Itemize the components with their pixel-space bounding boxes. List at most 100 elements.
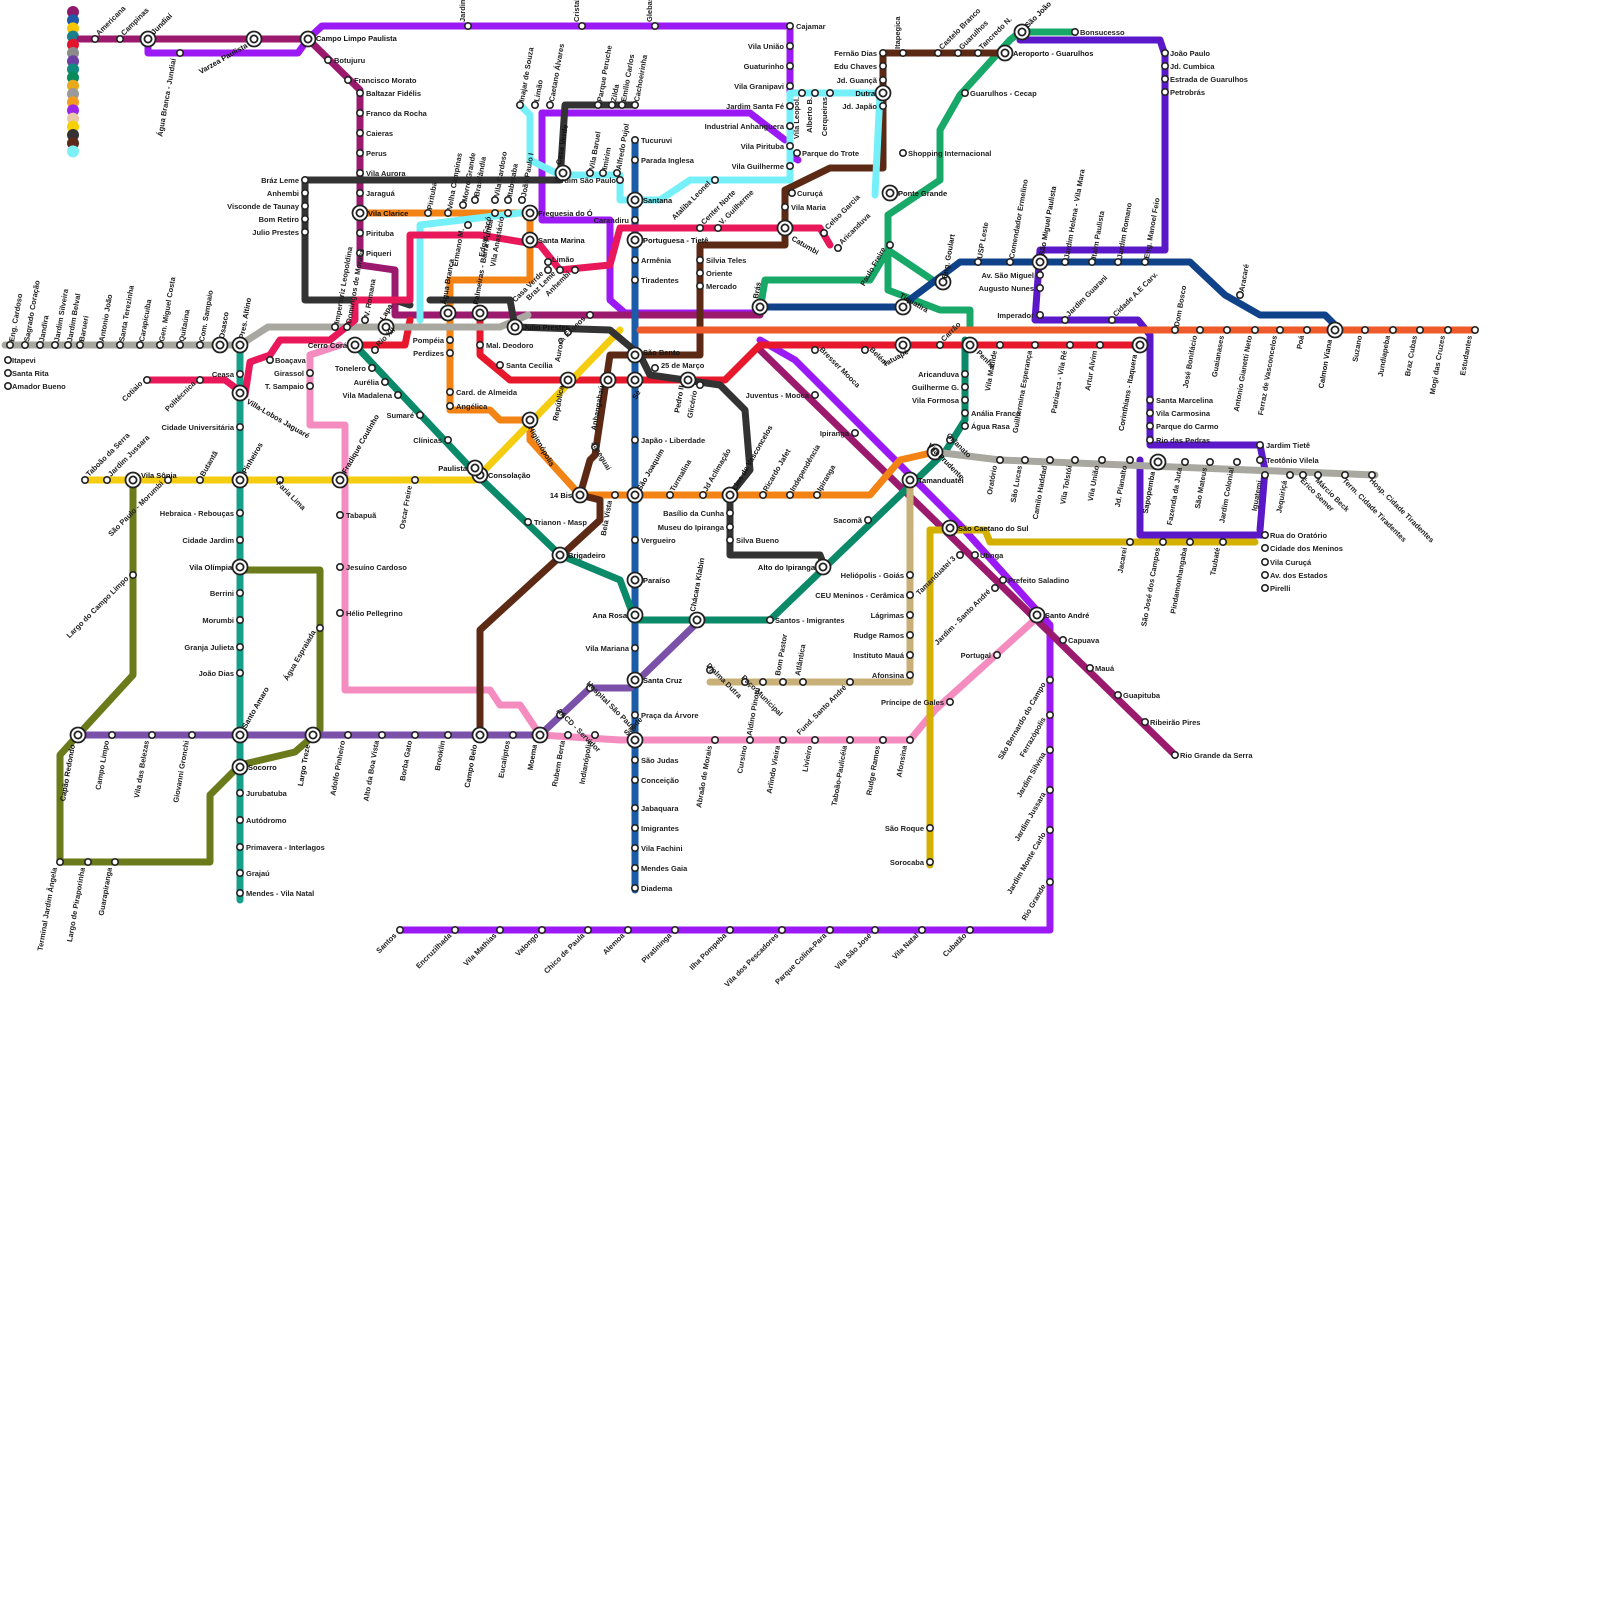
station-marker: [587, 312, 593, 318]
station-marker: [317, 625, 323, 631]
station-marker: [697, 270, 703, 276]
station-label: Primavera - Interlagos: [246, 843, 325, 852]
station-label: Consolação: [488, 471, 531, 480]
interchange-marker-inner: [74, 731, 81, 738]
station-label: Guaianases: [1210, 335, 1226, 378]
station-marker: [787, 492, 793, 498]
station-label: Perdizes: [413, 349, 444, 358]
station-label: Jaraguá: [366, 189, 396, 198]
station-label: Giovanni Gronchi: [171, 740, 191, 804]
station-label: Parada Inglesa: [641, 156, 695, 165]
interchange-marker-inner: [1033, 611, 1040, 618]
station-label: Vila Mathias: [461, 931, 498, 968]
interchange-marker-inner: [631, 376, 638, 383]
station-label: Brigadeiro: [568, 551, 606, 560]
station-label: Morumbi: [202, 616, 234, 625]
station-marker: [967, 927, 973, 933]
station-label: Botujuru: [334, 56, 366, 65]
station-label: Vila Guilherme: [732, 162, 784, 171]
station-label: Santana: [643, 196, 673, 205]
station-marker: [1007, 259, 1013, 265]
station-marker: [237, 510, 243, 516]
station-label: Quitaúna: [177, 308, 192, 342]
station-label: Jequiriçá: [1274, 479, 1289, 514]
station-label: Vila Tolstói: [1058, 465, 1074, 505]
station-label: Faria Lima: [275, 479, 308, 512]
station-marker: [799, 90, 805, 96]
station-label: Vila São José: [833, 931, 873, 971]
station-label: Jd. Planalto: [1113, 464, 1129, 507]
station-label: Água Rasa: [971, 422, 1011, 431]
interchange-marker-inner: [564, 376, 571, 383]
station-marker: [1047, 787, 1053, 793]
station-marker: [395, 392, 401, 398]
station-label: Pirituba: [366, 229, 395, 238]
station-label: Ipiranga: [815, 463, 838, 493]
station-label: Eng. Cardoso: [7, 292, 24, 342]
station-label: Portugal: [961, 651, 991, 660]
station-label: Politécnica: [163, 378, 198, 413]
interchange-marker-inner: [693, 616, 700, 623]
interchange-marker-inner: [236, 389, 243, 396]
station-label: Basílio da Cunha: [663, 509, 725, 518]
station-marker: [907, 632, 913, 638]
station-label: Mal. Deodoro: [486, 341, 534, 350]
station-label: Piratininga: [640, 930, 674, 964]
station-marker: [1142, 719, 1148, 725]
station-label: Comendador Ermelino: [1007, 178, 1030, 259]
station-marker: [712, 737, 718, 743]
station-marker: [625, 927, 631, 933]
station-label: Vergueiro: [641, 536, 676, 545]
station-label: Alberto B.: [805, 97, 814, 133]
interchange-marker-inner: [631, 611, 638, 618]
station-label: Caetano Álvares: [547, 43, 566, 102]
station-marker: [445, 210, 451, 216]
station-marker: [452, 927, 458, 933]
station-marker: [700, 492, 706, 498]
station-label: Brooklin: [433, 739, 447, 771]
station-label: Santa Terezinha: [117, 284, 136, 342]
station-marker: [782, 204, 788, 210]
station-marker: [1062, 259, 1068, 265]
station-label: Cerqueiras: [820, 97, 829, 136]
interchange-marker-inner: [536, 731, 543, 738]
station-marker: [962, 410, 968, 416]
station-marker: [117, 342, 123, 348]
interchange-marker-inner: [1136, 341, 1143, 348]
station-marker: [1234, 459, 1240, 465]
station-marker: [767, 617, 773, 623]
station-marker: [1182, 459, 1188, 465]
station-label: João Dias: [199, 669, 234, 678]
interchange-marker-inner: [631, 196, 638, 203]
station-marker: [1187, 539, 1193, 545]
station-marker: [525, 519, 531, 525]
station-marker: [907, 572, 913, 578]
station-label: Osasco: [217, 311, 231, 340]
station-label: Pirelli: [1270, 584, 1290, 593]
station-label: Jandira: [37, 314, 51, 343]
station-label: Moema: [526, 743, 539, 771]
station-marker: [1172, 752, 1178, 758]
station-label: Santa Marina: [538, 236, 586, 245]
station-marker: [302, 190, 308, 196]
station-label: Taboão-Paulicéia: [829, 744, 849, 807]
station-marker: [780, 679, 786, 685]
station-label: Tatuapé: [881, 347, 910, 369]
station-marker: [632, 885, 638, 891]
interchange-marker-inner: [631, 491, 638, 498]
station-marker: [992, 585, 998, 591]
station-marker: [632, 777, 638, 783]
station-marker: [962, 371, 968, 377]
station-marker: [975, 259, 981, 265]
station-marker: [652, 365, 658, 371]
station-marker: [812, 90, 818, 96]
station-label: Guarulhos - Cecap: [970, 89, 1037, 98]
station-label: Santa Cruz: [643, 676, 682, 685]
station-label: Imirim: [600, 146, 613, 170]
station-label: Água Branca - Jundiaí: [155, 57, 178, 137]
station-marker: [345, 732, 351, 738]
station-label: Rio das Pedras: [1156, 436, 1210, 445]
station-marker: [412, 477, 418, 483]
station-label: Tiradentes: [641, 276, 679, 285]
station-marker: [344, 324, 350, 330]
